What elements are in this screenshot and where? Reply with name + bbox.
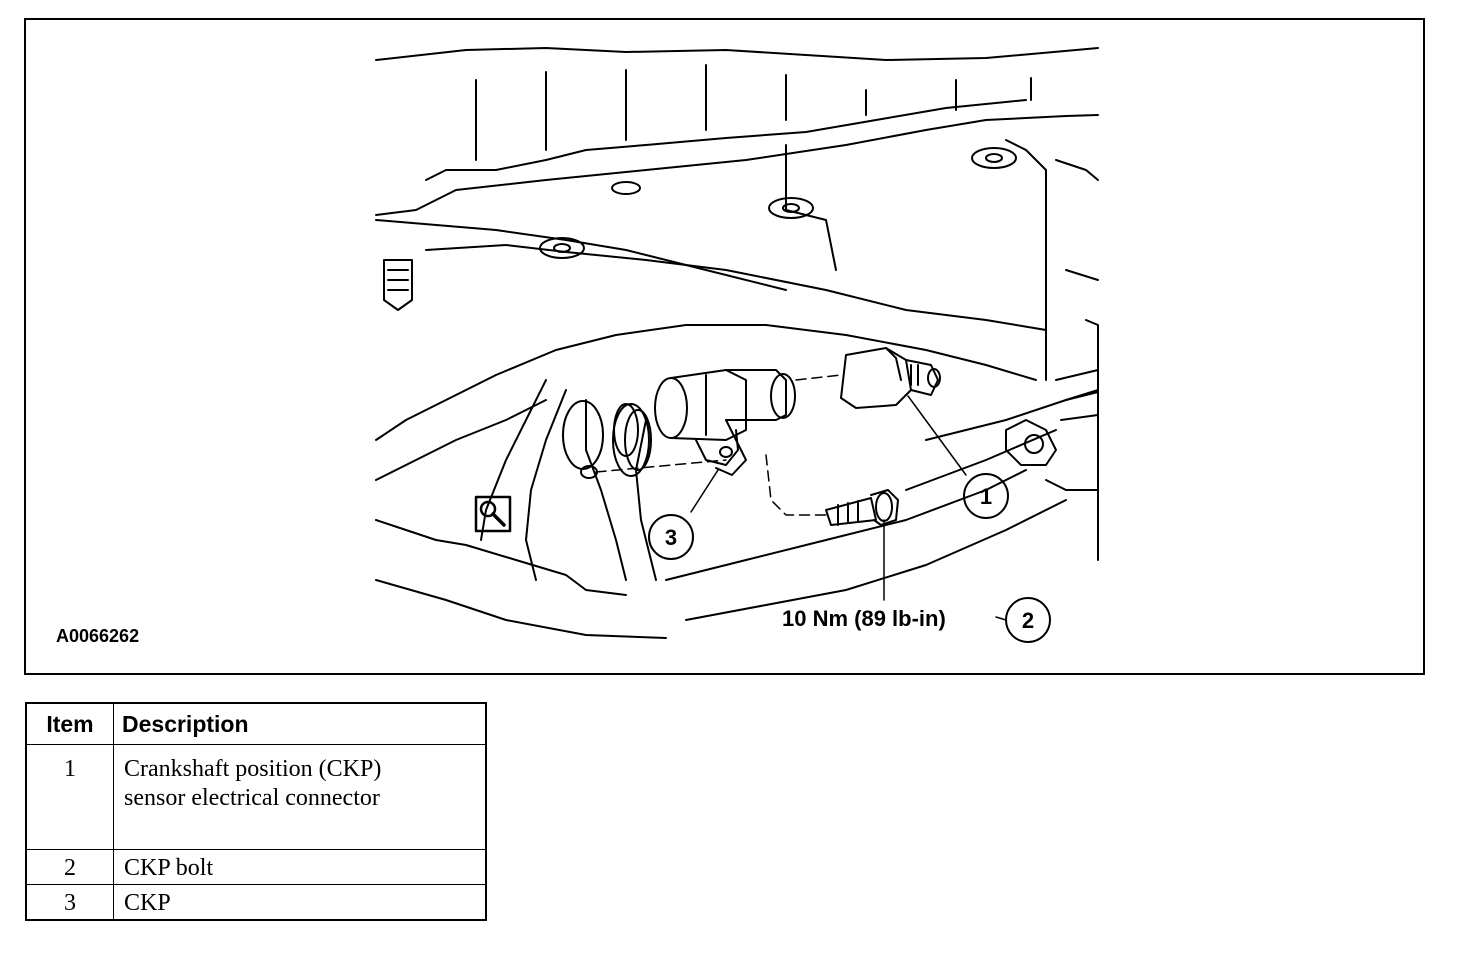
callout-2: 2 bbox=[1022, 608, 1034, 633]
description-line: sensor electrical connector bbox=[124, 785, 380, 811]
callout-3: 3 bbox=[665, 525, 677, 550]
description-column-header: Description bbox=[113, 702, 487, 745]
bolt-bosses bbox=[383, 147, 1017, 311]
item-description: CKP bolt bbox=[113, 849, 487, 885]
item-number: 1 bbox=[25, 744, 114, 850]
ckp-bolt bbox=[825, 489, 899, 526]
sensor-bore bbox=[562, 400, 639, 479]
lower-housing bbox=[375, 324, 1099, 639]
ckp-sensor bbox=[654, 369, 796, 476]
callout-circles bbox=[648, 473, 1051, 643]
legend-header-row: Item Description bbox=[25, 702, 487, 745]
callout-1: 1 bbox=[980, 484, 992, 509]
torque-spec: 10 Nm (89 lb-in) bbox=[782, 606, 946, 631]
item-description: CKP bbox=[113, 884, 487, 921]
description-line: Crankshaft position (CKP) bbox=[124, 756, 382, 782]
figure-frame: 1 2 3 A0066262 10 Nm (89 lb-in) bbox=[24, 18, 1425, 675]
o-ring bbox=[612, 403, 652, 477]
table-row: 2 CKP bolt bbox=[25, 849, 487, 885]
engine-illustration: 1 2 3 bbox=[375, 47, 1099, 643]
item-number: 3 bbox=[25, 884, 114, 921]
alignment-lines bbox=[595, 374, 842, 516]
item-column-header: Item bbox=[25, 702, 114, 745]
right-bracket bbox=[1005, 369, 1099, 491]
ckp-connector bbox=[840, 347, 941, 409]
magnifier-icon bbox=[474, 495, 512, 533]
legend-table: Item Description 1 Crankshaft position (… bbox=[25, 702, 487, 921]
table-row: 1 Crankshaft position (CKP) sensor elect… bbox=[25, 744, 487, 850]
item-description: Crankshaft position (CKP) sensor electri… bbox=[113, 744, 487, 850]
item-number: 2 bbox=[25, 849, 114, 885]
leader-lines bbox=[690, 395, 1007, 621]
table-row: 3 CKP bbox=[25, 884, 487, 921]
figure-id: A0066262 bbox=[56, 626, 140, 646]
